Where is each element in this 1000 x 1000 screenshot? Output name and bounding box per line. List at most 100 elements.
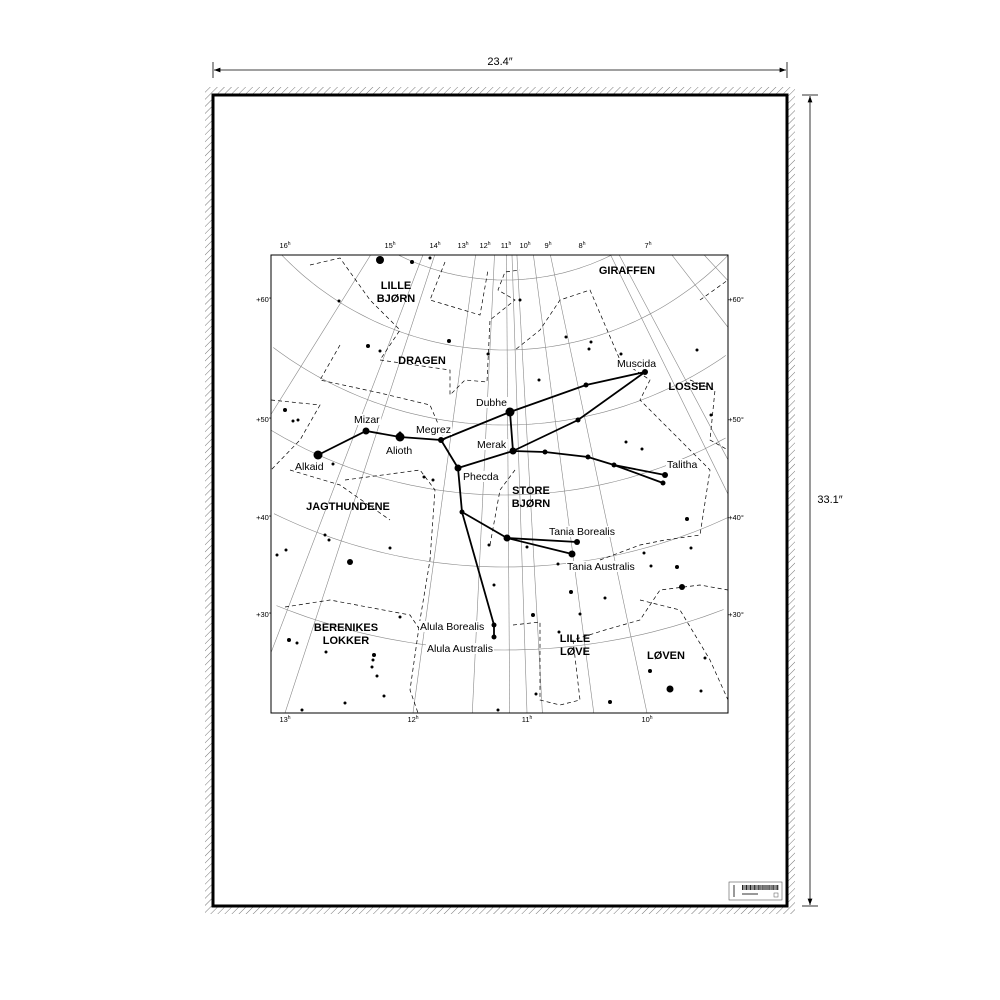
constellation-boundary: [344, 469, 436, 713]
coordinate-label: 14h: [429, 241, 440, 250]
star-dot: [642, 369, 648, 375]
star-label: Phecda: [463, 471, 499, 483]
coordinate-label: +40°: [728, 513, 744, 522]
coordinate-label: +30°: [256, 610, 272, 619]
star-dot: [343, 701, 347, 705]
coordinate-label: 11h: [522, 715, 533, 724]
right-ascension-line: [516, 255, 543, 713]
star-dot: [327, 538, 331, 542]
star-dot: [662, 472, 668, 478]
right-ascension-line: [703, 255, 728, 281]
star-dot: [313, 450, 323, 460]
star-dot: [642, 551, 646, 555]
star-dot: [583, 382, 589, 388]
coordinate-label: 11h: [501, 241, 512, 250]
star-dot: [556, 562, 560, 566]
star-dot: [505, 407, 515, 417]
constellation-boundary: [289, 469, 391, 521]
star-dot: [287, 638, 291, 642]
star-dot: [608, 700, 612, 704]
star-dot: [575, 417, 581, 423]
star-dot: [382, 694, 386, 698]
star-label: Megrez: [416, 424, 451, 436]
star-dot: [649, 564, 653, 568]
star-dot: [525, 545, 529, 549]
constellation-label: LILLE: [560, 633, 591, 645]
height-dimension: 33.1″: [802, 94, 847, 907]
asterism-line: [613, 464, 664, 484]
coordinate-label: +60°: [256, 295, 272, 304]
star-dot: [666, 685, 674, 693]
declination-circle: [271, 429, 726, 496]
star-dot: [431, 478, 435, 482]
star-dot: [589, 340, 593, 344]
star-dot: [454, 464, 462, 472]
star-labels: AlkaidMizarAliothMegrezPhecdaDubheMerakM…: [294, 358, 699, 655]
constellation-boundary: [639, 599, 728, 701]
right-ascension-line: [271, 255, 371, 415]
star-dot: [578, 612, 582, 616]
right-ascension-line: [618, 255, 728, 460]
asterism-line: [317, 410, 514, 470]
star-dot: [395, 432, 405, 442]
star-label: Alkaid: [295, 461, 324, 473]
constellation-label: LØVE: [560, 646, 590, 658]
star-dot: [503, 534, 511, 542]
constellation-label: STORE: [512, 485, 550, 497]
coordinate-label: 13h: [457, 241, 468, 250]
star-dot: [689, 546, 693, 550]
constellation-label: DRAGEN: [398, 355, 446, 367]
star-dot: [283, 408, 287, 412]
star-dot: [398, 431, 402, 435]
big-dipper-figure: [313, 369, 668, 640]
star-dot: [347, 559, 353, 565]
coordinate-label: +60°: [728, 295, 744, 304]
star-label: Tania Australis: [567, 561, 635, 573]
star-dot: [531, 613, 535, 617]
star-label: Alula Australis: [427, 643, 493, 655]
star-dot: [324, 650, 328, 654]
constellation-label: LOSSEN: [668, 381, 713, 393]
star-dot: [331, 462, 335, 466]
star-dot: [366, 344, 370, 348]
star-dot: [509, 447, 517, 455]
height-label: 33.1″: [817, 494, 842, 506]
constellation-label: BERENIKES: [314, 622, 378, 634]
star-dot: [323, 533, 327, 537]
coordinate-label: 16h: [279, 241, 290, 250]
star-dot: [275, 553, 279, 557]
star-dot: [428, 256, 432, 260]
coordinate-label: +50°: [728, 415, 744, 424]
star-dot: [492, 583, 496, 587]
star-dot: [376, 256, 384, 264]
right-ascension-line: [511, 255, 528, 713]
coordinate-label: 7h: [645, 241, 652, 250]
star-dot: [447, 339, 451, 343]
constellation-boundary: [699, 279, 728, 301]
star-dot: [496, 708, 500, 712]
star-dot: [388, 546, 392, 550]
star-dot: [679, 584, 685, 590]
star-label: Dubhe: [476, 397, 507, 409]
star-dot: [398, 615, 402, 619]
right-ascension-line: [271, 255, 424, 653]
star-label: Muscida: [617, 358, 656, 370]
star-dot: [640, 447, 644, 451]
star-dot: [557, 630, 561, 634]
constellation-labels: GIRAFFENLILLEBJØRNDRAGENLOSSENJAGTHUNDEN…: [306, 265, 714, 662]
constellation-boundary: [271, 399, 321, 471]
constellation-boundary: [514, 289, 711, 561]
coordinate-label: +30°: [728, 610, 744, 619]
star-dot: [518, 298, 522, 302]
star-dot: [486, 352, 490, 356]
star-label: Merak: [477, 439, 507, 451]
coordinate-label: 13h: [279, 715, 290, 724]
right-ascension-line: [284, 255, 435, 713]
star-dot: [295, 641, 299, 645]
constellation-boundary: [309, 257, 521, 396]
declination-circle: [276, 605, 724, 651]
star-dot: [709, 413, 713, 417]
star-dot: [491, 622, 497, 628]
